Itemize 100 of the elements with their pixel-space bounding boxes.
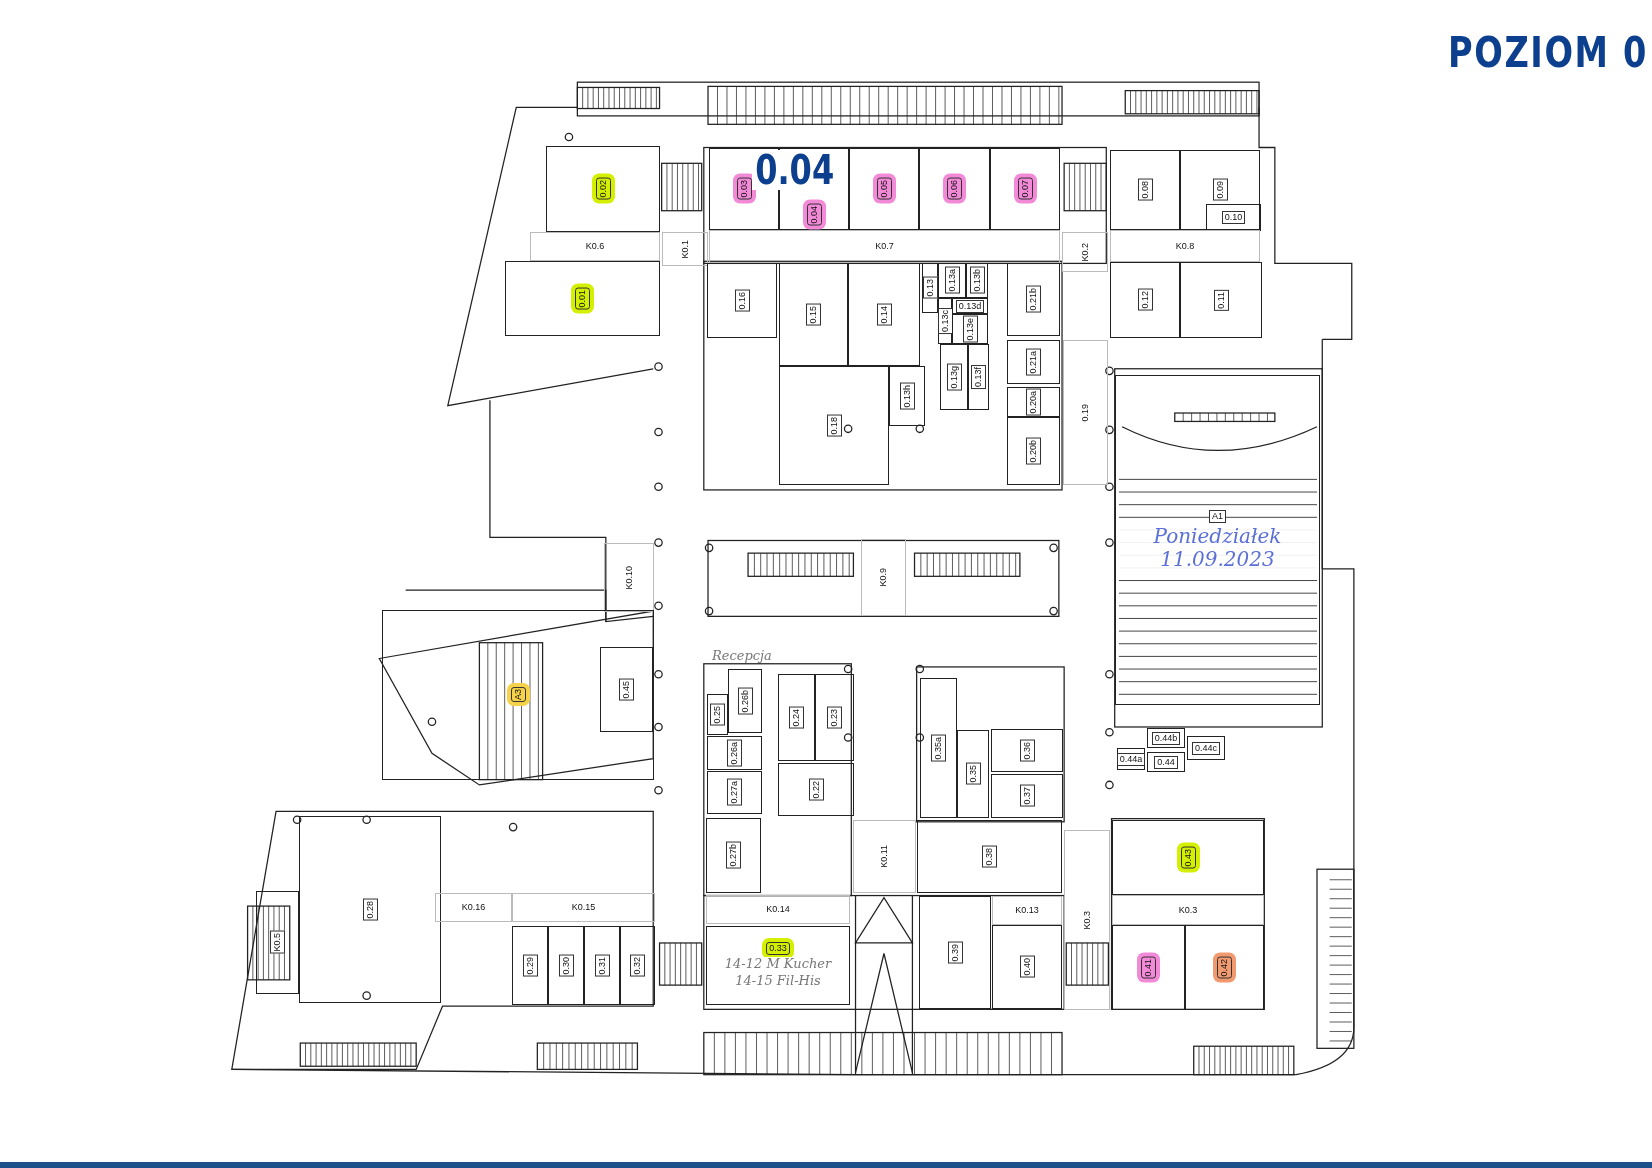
room-outline: [1187, 736, 1225, 760]
room-outline: [1007, 417, 1060, 485]
room-number: 0.44: [1154, 755, 1178, 769]
room-number: 0.44c: [1192, 741, 1220, 755]
room-number: 0.12: [1137, 289, 1153, 311]
page-title: POZIOM 0: [1448, 28, 1648, 77]
room-number: 0.25: [710, 703, 725, 726]
corridor-area: [435, 893, 512, 922]
room-number: 0.32: [630, 954, 645, 977]
room-number: 0.27b: [726, 842, 741, 869]
room-number: 0.13a: [944, 267, 960, 294]
corridor-area: [1112, 895, 1264, 925]
corridor-area: [662, 232, 708, 266]
room-outline: [584, 926, 620, 1005]
room-number: K0.7: [874, 241, 895, 252]
corridor-area: [706, 895, 850, 924]
room-outline: [548, 926, 584, 1005]
room-number: 0.23: [827, 706, 842, 729]
room-number: K0.5: [270, 931, 285, 954]
room-number: K0.8: [1174, 240, 1196, 252]
room-number: 0.44a: [1116, 752, 1146, 766]
corridor-area: [1064, 830, 1110, 1010]
room-number: 0.13f: [971, 365, 986, 389]
room-number: 0.36: [1019, 739, 1035, 762]
room-outline: [919, 896, 991, 1009]
room-outline: [1110, 262, 1180, 338]
room-number: 0.13b: [969, 267, 985, 294]
room-outline: [779, 263, 848, 366]
room-outline: [815, 674, 854, 761]
room-outline: [299, 816, 441, 1003]
room-number: K0.15: [570, 902, 597, 913]
room-number: K0.11: [878, 844, 890, 869]
room-number: 0.45: [619, 678, 634, 701]
corridor-area: [861, 539, 906, 616]
room-outline: [1180, 150, 1260, 230]
room-number: 0.26a: [727, 739, 742, 767]
room-number: 0.26b: [737, 687, 753, 715]
room-number: K0.3: [1080, 909, 1093, 931]
room-number: A1: [1209, 509, 1226, 523]
room-number: 0.11: [1213, 289, 1229, 311]
room-number: K0.1: [678, 238, 691, 260]
room-outline: [920, 678, 957, 818]
room-outline: [778, 763, 854, 816]
room-outline: [1007, 340, 1060, 384]
room-outline: [940, 344, 968, 410]
room-number: 0.10: [1221, 211, 1246, 224]
room-number: 0.13e: [962, 315, 978, 343]
room-number: 0.21a: [1026, 348, 1041, 376]
room-outline: [1112, 925, 1185, 1010]
corridor-area: [709, 230, 1060, 263]
room-number: 0.30: [558, 954, 574, 977]
room-number: 0.29: [522, 954, 538, 977]
room-number: 0.20b: [1026, 437, 1041, 465]
corridor-area: [530, 232, 660, 261]
room-number: 0.09: [1212, 179, 1228, 201]
room-number: 0.35: [965, 763, 981, 785]
room-number: 0.13c: [937, 308, 953, 334]
room-number: 0.20a: [1026, 388, 1041, 416]
room-outline: [1007, 387, 1060, 417]
room-outline: [620, 926, 655, 1005]
room-number: K0.9: [877, 567, 889, 588]
room-outline: [706, 926, 850, 1005]
room-number: 0.27a: [727, 779, 742, 806]
room-number: 0.14: [876, 303, 892, 326]
room-number: 0.13g: [946, 363, 962, 391]
room-number: 0.08: [1137, 179, 1153, 201]
room-number: K0.6: [584, 241, 606, 252]
room-outline: [728, 669, 762, 733]
room-number: 0.13h: [899, 382, 915, 410]
corridor-area: [1063, 340, 1108, 485]
room-outline: [848, 263, 920, 366]
room-outline: [779, 366, 889, 485]
room-number: K0.13: [1014, 905, 1040, 916]
room-outline: [1147, 752, 1185, 772]
corridor-area: [853, 820, 916, 893]
room-number: 0.44b: [1151, 731, 1181, 745]
room-outline: [991, 774, 1063, 818]
room-number: 0.22: [808, 778, 824, 801]
room-number: K0.16: [460, 902, 487, 913]
room-outline: [546, 146, 660, 232]
room-number: 0.21b: [1026, 286, 1041, 313]
room-outline: [707, 771, 762, 814]
room-outline: [990, 148, 1060, 230]
room-number: 0.40: [1019, 956, 1035, 978]
room-number: 0.16: [734, 289, 750, 312]
room-outline: [968, 344, 989, 410]
room-outline: [1115, 375, 1320, 705]
room-outline: [849, 148, 919, 230]
corridor-area: [512, 893, 655, 922]
room-number: K0.14: [765, 904, 791, 915]
room-number: 0.18: [826, 414, 842, 437]
room-number: 0.37: [1019, 785, 1035, 807]
room-number: 0.28: [362, 898, 378, 921]
room-number: 0.19: [1079, 402, 1091, 423]
handwritten-note: Recepcja: [712, 648, 772, 663]
room-outline: [991, 729, 1063, 772]
room-number: 0.31: [594, 954, 610, 977]
room-outline: [1206, 204, 1261, 231]
room-outline: [957, 730, 989, 818]
room-outline: [917, 820, 1062, 893]
